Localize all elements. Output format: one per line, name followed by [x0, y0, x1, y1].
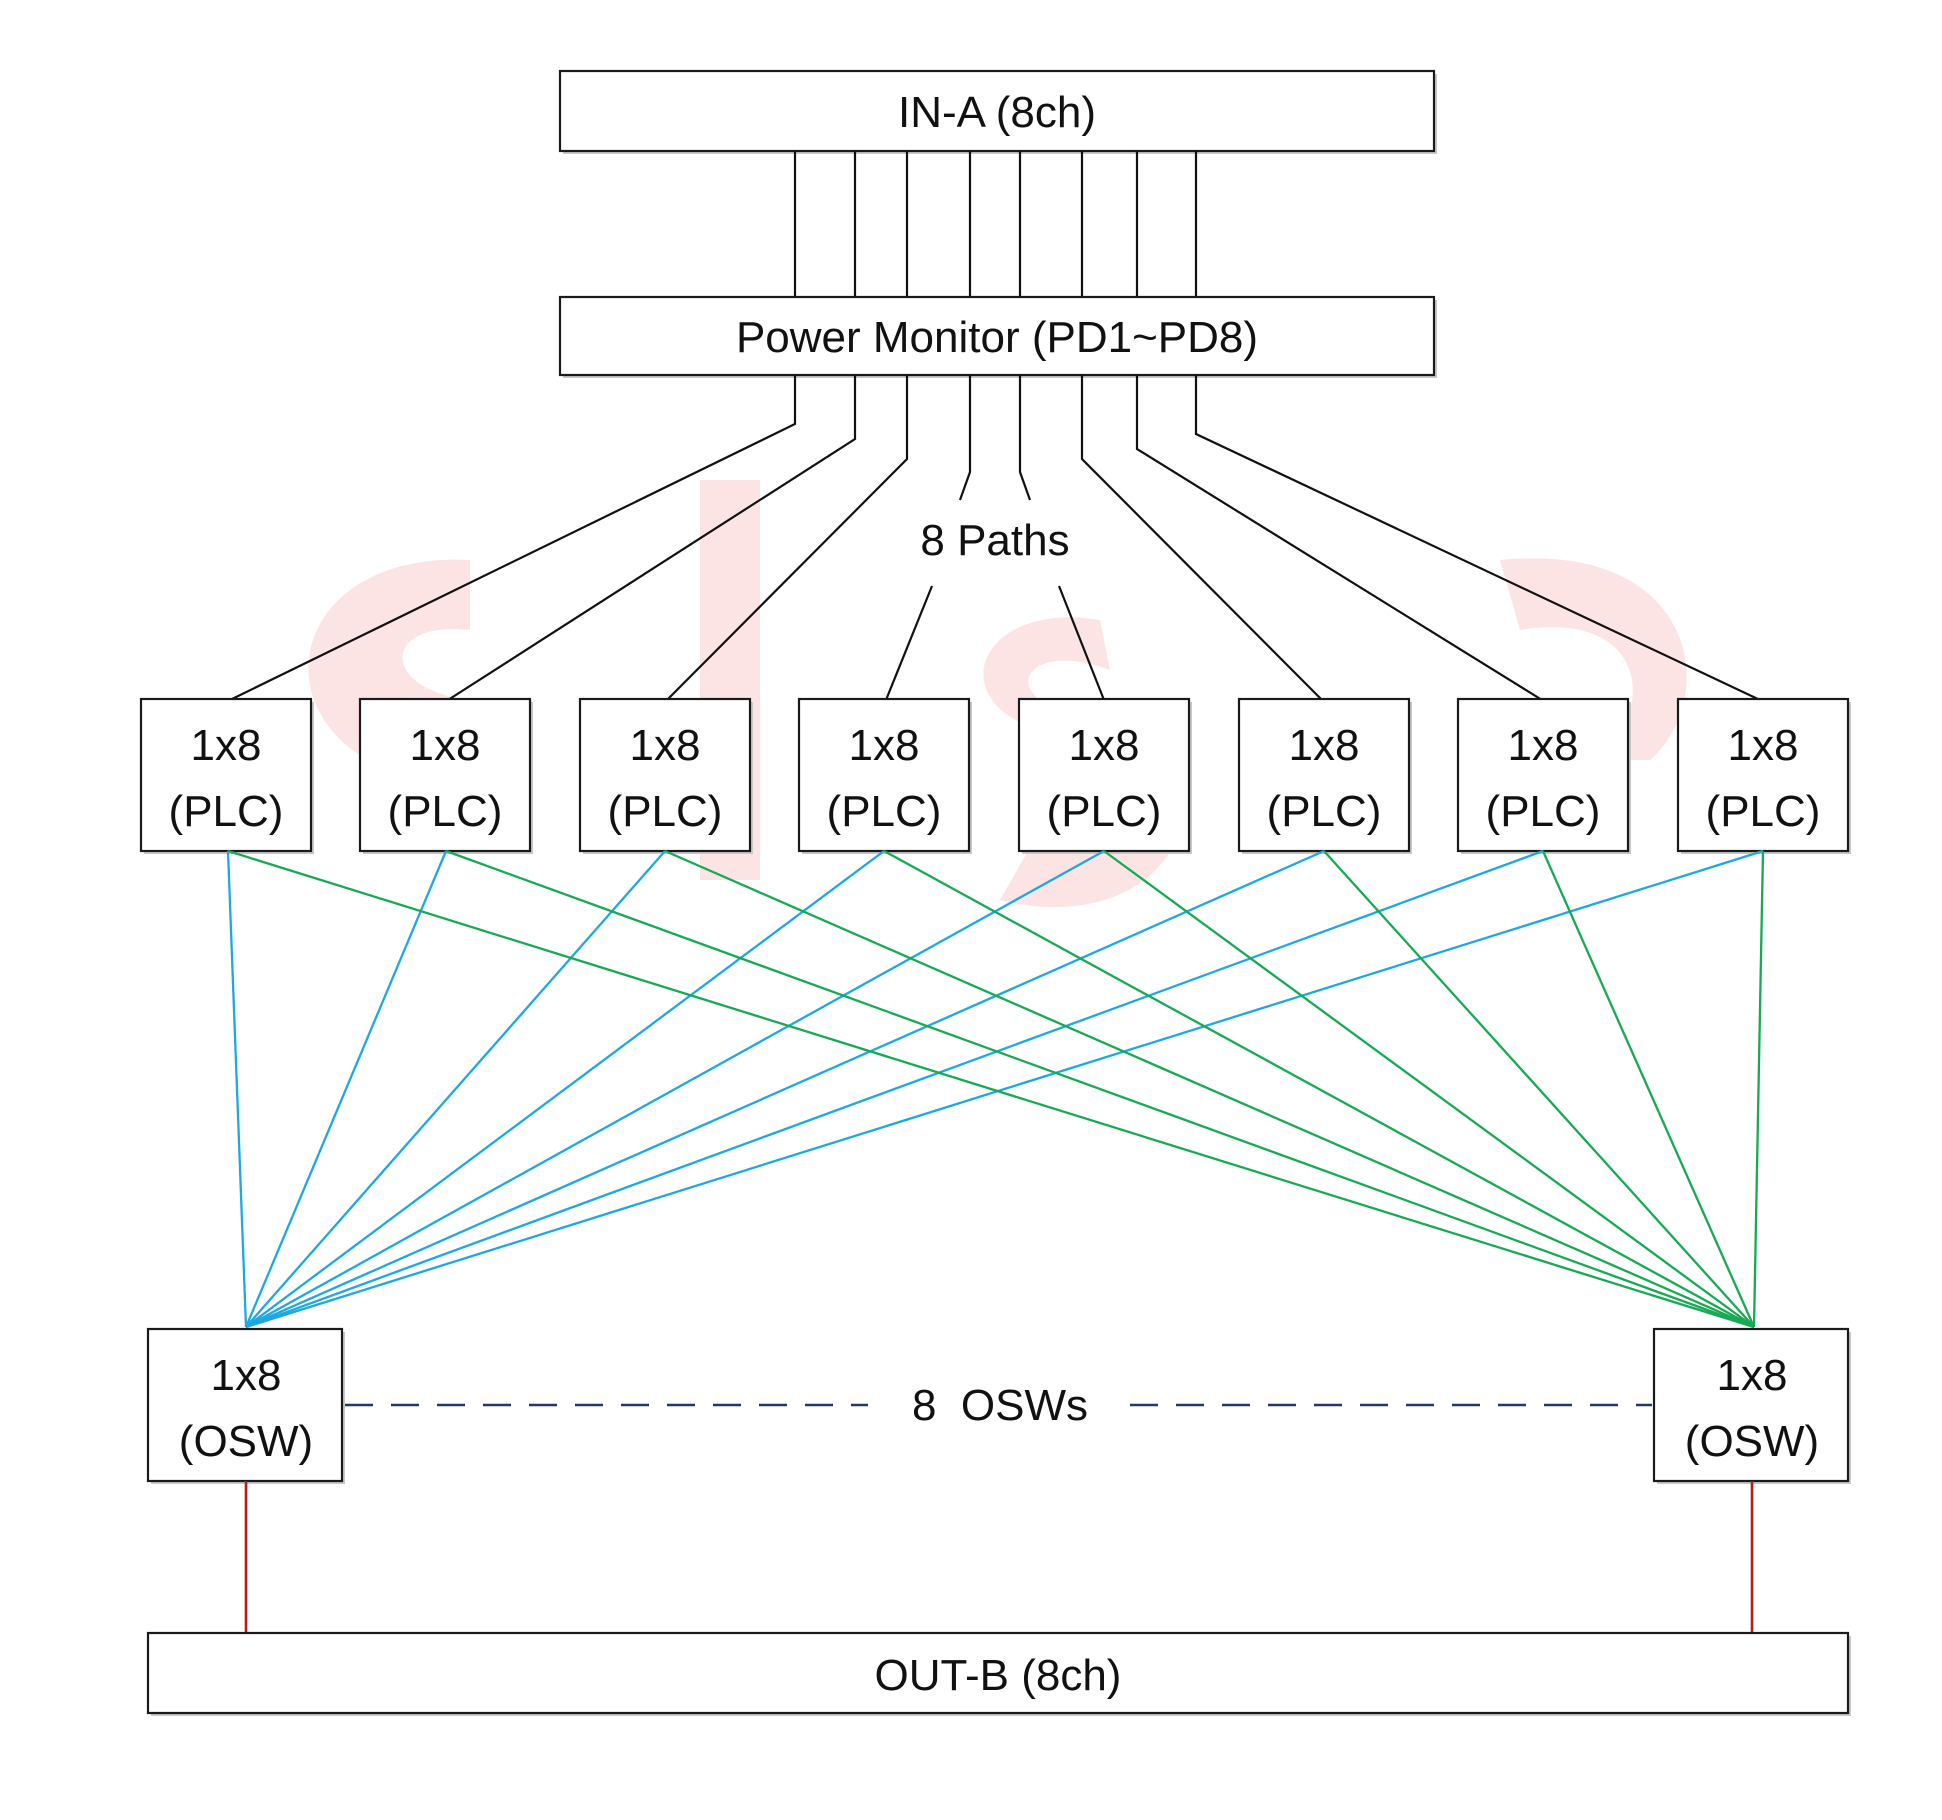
out-b-box: OUT-B (8ch) — [146, 1631, 1851, 1716]
osw-left-line1: 1x8 — [211, 1351, 282, 1400]
plc-box-4: 1x8 (PLC) — [797, 697, 972, 854]
plc-line2: (PLC) — [1706, 787, 1821, 836]
plc-to-left-osw-lines — [226, 849, 1764, 1329]
osw-to-out-lines — [244, 1481, 1754, 1633]
plc-line2: (PLC) — [608, 787, 723, 836]
plc-line1: 1x8 — [630, 721, 701, 770]
power-monitor-box: Power Monitor (PD1~PD8) — [558, 295, 1437, 378]
plc-to-right-osw-lines — [227, 849, 1765, 1329]
in-to-monitor-lines — [793, 151, 1198, 297]
plc-box-7: 1x8 (PLC) — [1456, 697, 1631, 854]
plc-box-6: 1x8 (PLC) — [1237, 697, 1412, 854]
plc-box-3: 1x8 (PLC) — [578, 697, 753, 854]
plc-line2: (PLC) — [1486, 787, 1601, 836]
plc-line1: 1x8 — [410, 721, 481, 770]
osw-right-box: 1x8 (OSW) — [1652, 1327, 1851, 1484]
in-a-label: IN-A (8ch) — [898, 88, 1096, 137]
power-monitor-label: Power Monitor (PD1~PD8) — [736, 313, 1258, 362]
plc-line2: (PLC) — [1267, 787, 1382, 836]
osw-count-label: 8 OSWs — [912, 1381, 1088, 1430]
in-a-box: IN-A (8ch) — [558, 69, 1437, 154]
plc-box-5: 1x8 (PLC) — [1017, 697, 1192, 854]
out-b-label: OUT-B (8ch) — [875, 1651, 1122, 1700]
plc-row: 1x8 (PLC) 1x8 (PLC) 1x8 (PLC) 1x8 (PLC) … — [139, 697, 1851, 854]
plc-line1: 1x8 — [1289, 721, 1360, 770]
plc-line2: (PLC) — [1047, 787, 1162, 836]
paths-label: 8 Paths — [920, 516, 1069, 565]
plc-line1: 1x8 — [1508, 721, 1579, 770]
plc-line2: (PLC) — [388, 787, 503, 836]
plc-box-1: 1x8 (PLC) — [139, 697, 314, 854]
osw-left-box: 1x8 (OSW) — [146, 1327, 345, 1484]
plc-box-8: 1x8 (PLC) — [1676, 697, 1851, 854]
osw-right-line1: 1x8 — [1717, 1351, 1788, 1400]
plc-line2: (PLC) — [827, 787, 942, 836]
plc-line2: (PLC) — [169, 787, 284, 836]
plc-line1: 1x8 — [191, 721, 262, 770]
plc-box-2: 1x8 (PLC) — [358, 697, 533, 854]
osw-left-line2: (OSW) — [179, 1417, 313, 1466]
plc-line1: 1x8 — [1069, 721, 1140, 770]
osw-right-line2: (OSW) — [1685, 1417, 1819, 1466]
monitor-to-plc-lines — [229, 375, 1761, 701]
plc-line1: 1x8 — [849, 721, 920, 770]
plc-line1: 1x8 — [1728, 721, 1799, 770]
